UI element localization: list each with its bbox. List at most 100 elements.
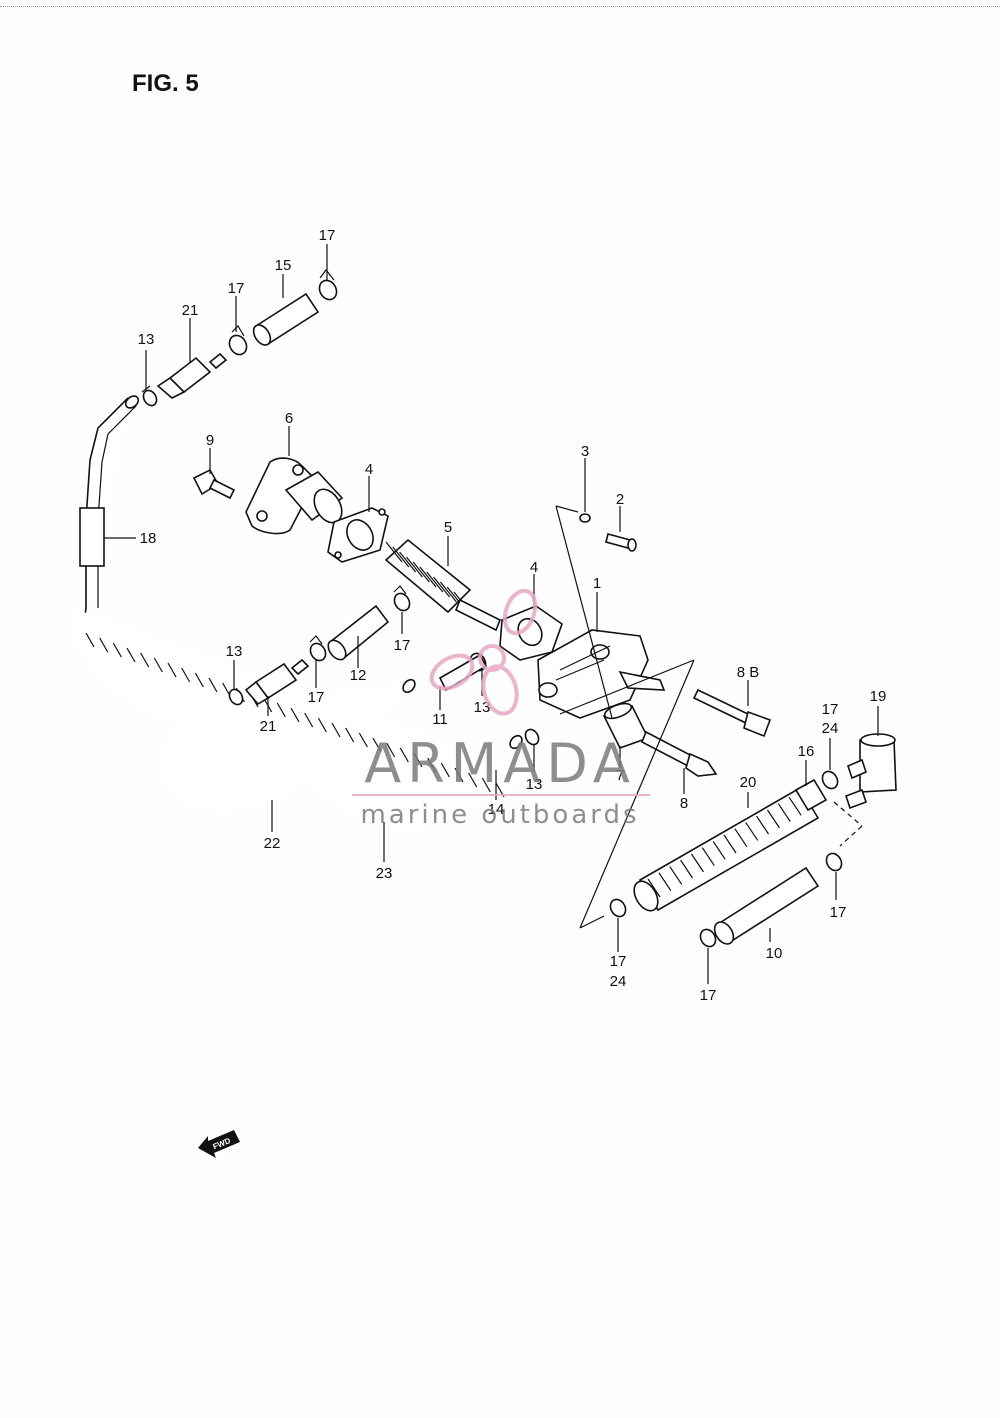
callout-17-lower-mid: 17 — [700, 987, 717, 1004]
wrap-tick — [392, 546, 410, 568]
callout-21-upper: 21 — [182, 302, 199, 319]
hose-18 — [79, 395, 140, 626]
wrap-tick — [208, 677, 218, 693]
part-17-clamp-mid-b — [309, 635, 327, 662]
wrap-tick — [419, 566, 437, 588]
wrap-tick — [426, 571, 444, 593]
callout-12: 12 — [350, 667, 367, 684]
wrap-tick — [140, 652, 150, 668]
callout-18: 18 — [140, 530, 157, 547]
wrap-tick — [399, 551, 417, 573]
callout-17-lower-left: 17 — [610, 953, 627, 970]
wrap-tick — [290, 707, 300, 723]
callout-17-right-bottom: 17 — [830, 904, 847, 921]
callout-5: 5 — [444, 519, 452, 536]
wrap-tick — [112, 642, 122, 658]
wrap-tick — [399, 747, 409, 763]
callout-2: 2 — [616, 491, 624, 508]
watermark: ARMADA marine outboards — [352, 588, 650, 830]
wrap-tick — [439, 581, 457, 603]
callout-17-upper: 17 — [228, 280, 245, 297]
callout-11: 11 — [432, 711, 448, 728]
part-6-pump-cover — [245, 457, 344, 535]
part-17-clamp-right-a — [821, 770, 839, 790]
callout-labels: 1 2 3 4 4 5 6 7 8 8 B 9 10 11 12 13 13 1… — [138, 227, 887, 1004]
part-17-clamp-right-b — [825, 852, 843, 872]
wrap-tick — [658, 872, 672, 892]
callout-15: 15 — [275, 257, 292, 274]
part-16-connector — [794, 778, 828, 812]
part-12-hose — [327, 604, 390, 661]
wrap-tick — [745, 822, 759, 841]
part-3-washer — [579, 513, 591, 523]
wrap-tick — [317, 717, 327, 733]
part-13-clamp-lower — [228, 688, 244, 706]
part-5-driven-gear — [384, 538, 502, 632]
part-1-oil-pump-body — [537, 629, 666, 719]
part-17-clamp-lower-a — [609, 898, 627, 918]
part-17-clamp-upper-b — [318, 269, 338, 301]
callout-7: 7 — [616, 767, 624, 784]
watermark-tagline: marine outboards — [360, 800, 639, 830]
part-17-clamp-upper-a — [228, 325, 248, 356]
part-9-bolt — [192, 468, 236, 500]
callout-8b: 8 B — [737, 664, 760, 681]
wrap-tick — [481, 777, 491, 793]
wrap-tick — [85, 632, 95, 648]
callout-16: 16 — [798, 743, 815, 760]
wrap-tick — [680, 859, 694, 879]
wrap-tick — [413, 752, 423, 768]
wrap-tick — [701, 847, 715, 866]
callout-10: 10 — [766, 945, 783, 962]
callout-17-right-top: 17 — [822, 701, 839, 718]
wrap-tick — [647, 878, 661, 898]
callout-23: 23 — [376, 865, 393, 882]
part-2-screw — [605, 533, 637, 552]
part-19-fuel-filter — [844, 733, 897, 810]
wrap-tick — [454, 767, 464, 783]
wrap-tick — [734, 828, 748, 848]
callout-14: 14 — [488, 801, 505, 818]
part-17-clamp-mid-a — [393, 585, 411, 612]
callout-19: 19 — [870, 688, 887, 705]
part-11-hose — [438, 653, 488, 692]
callout-8: 8 — [680, 795, 688, 812]
wrap-tick — [194, 672, 204, 688]
callout-13-right: 13 — [526, 776, 543, 793]
wrap-tick — [345, 727, 355, 743]
wrap-tick — [304, 712, 314, 728]
callout-13-upper: 13 — [138, 331, 155, 348]
callout-3: 3 — [581, 443, 589, 460]
wrap-tick — [756, 815, 770, 835]
callout-6: 6 — [285, 410, 293, 427]
wrap-tick — [153, 657, 163, 673]
callout-24-right: 24 — [822, 720, 839, 737]
forward-arrow-icon: FWD — [198, 1130, 240, 1158]
callout-4-lower: 4 — [530, 559, 538, 576]
wrap-tick — [777, 803, 791, 822]
wrap-tick — [468, 772, 478, 788]
wrap-tick — [405, 556, 423, 578]
wrap-tick — [372, 737, 382, 753]
wrap-tick — [440, 762, 450, 778]
wrap-tick — [126, 647, 136, 663]
callout-22: 22 — [264, 835, 281, 852]
callout-24-lower: 24 — [610, 973, 627, 990]
callout-17-mid-b: 17 — [308, 689, 325, 706]
part-13-clamp-right — [524, 728, 540, 746]
callout-13-left: 13 — [226, 643, 243, 660]
callout-4-upper: 4 — [365, 461, 373, 478]
part-4-gasket-upper — [327, 507, 389, 563]
callout-17-top: 17 — [319, 227, 336, 244]
wrap-tick — [167, 662, 177, 678]
wrap-tick — [358, 732, 368, 748]
callout-20: 20 — [740, 774, 757, 791]
wrap-tick — [788, 796, 802, 816]
wrap-tick — [690, 853, 704, 873]
part-21-upper-connector — [156, 352, 228, 399]
wrap-tick — [412, 561, 430, 583]
callout-leaders — [104, 244, 879, 984]
wrap-tick — [99, 637, 109, 653]
hose-22-23-wrapped — [71, 604, 526, 828]
